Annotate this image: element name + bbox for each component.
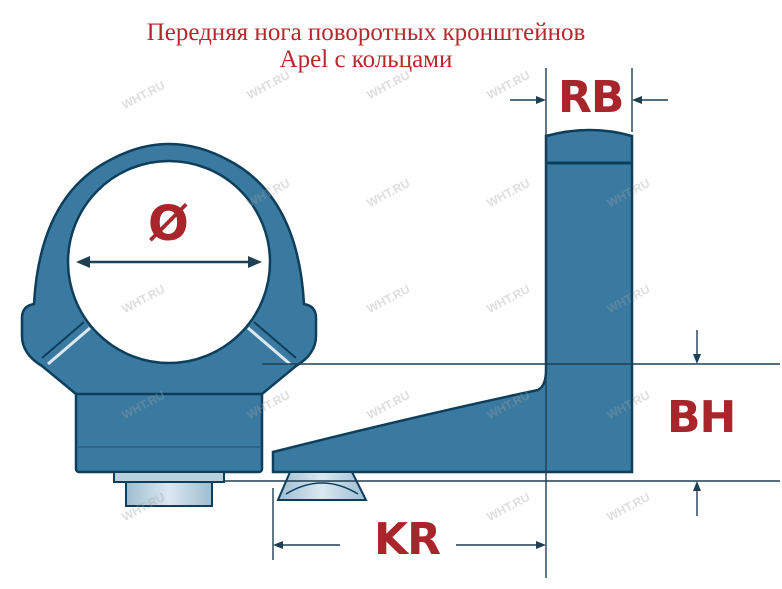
- diagram-title-line-2: Apel с кольцами: [279, 46, 453, 73]
- ring-foot-plate: [113, 471, 225, 483]
- ring-base-block: [74, 390, 264, 474]
- diameter-label: Ø: [148, 196, 189, 252]
- kr-label: KR: [374, 514, 441, 565]
- diagram-title-line-1: Передняя нога поворотных кронштейнов: [146, 19, 586, 46]
- ring-foot-lug: [125, 481, 213, 507]
- dimension-lines: [76, 68, 780, 578]
- front-leg: [271, 128, 634, 501]
- front-leg-dovetail: [276, 471, 368, 501]
- rb-label: RB: [558, 72, 624, 123]
- bh-label: BH: [667, 392, 736, 443]
- scope-ring: [20, 142, 318, 507]
- front-leg-body: [271, 128, 634, 474]
